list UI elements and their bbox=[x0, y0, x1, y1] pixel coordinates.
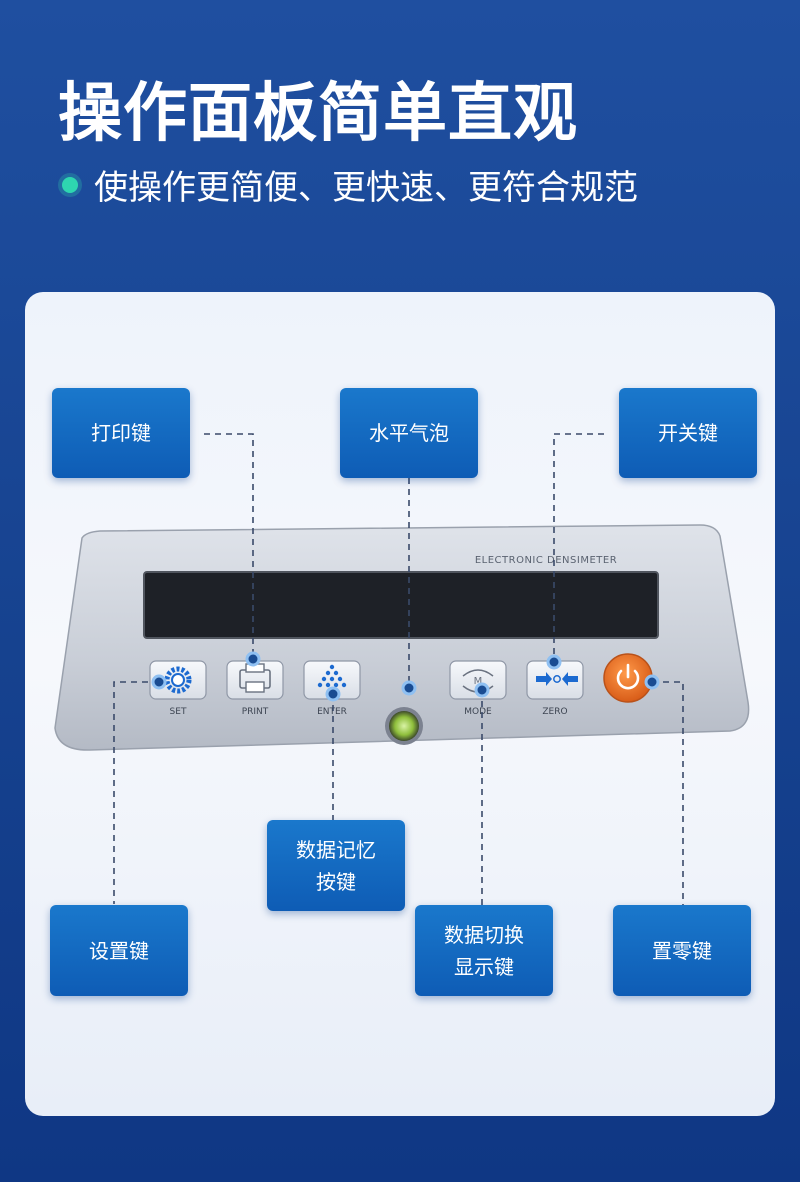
callout-level-bubble-text: 水平气泡 bbox=[369, 421, 449, 445]
callout-set-key-text: 设置键 bbox=[89, 938, 149, 963]
zero-key-label: ZERO bbox=[542, 707, 567, 717]
callout-memory-key-line2: 按键 bbox=[316, 869, 356, 894]
callout-print-key-text: 打印键 bbox=[91, 421, 151, 445]
callout-level-bubble: 水平气泡 bbox=[340, 388, 478, 478]
gear-icon bbox=[164, 666, 192, 694]
callout-zero-key-text: 置零键 bbox=[652, 938, 712, 963]
lcd-display bbox=[143, 571, 659, 639]
callout-power-key-text: 开关键 bbox=[658, 421, 718, 445]
subtitle-row: 使操作更简便、更快速、更符合规范 bbox=[62, 160, 638, 209]
callout-power-key: 开关键 bbox=[619, 388, 757, 478]
zero-arrows-icon bbox=[536, 672, 578, 686]
callout-memory-key: 数据记忆 按键 bbox=[267, 820, 405, 911]
callout-print-key: 打印键 bbox=[52, 388, 190, 478]
mode-key[interactable] bbox=[449, 660, 507, 700]
bullet-dot-icon bbox=[62, 176, 78, 193]
set-key-label: SET bbox=[170, 707, 187, 717]
page-title: 操作面板简单直观 bbox=[58, 77, 578, 151]
callout-switch-key-line1: 数据切换 bbox=[444, 922, 524, 947]
callout-memory-key-line1: 数据记忆 bbox=[296, 837, 376, 862]
print-key-label: PRINT bbox=[242, 707, 269, 717]
power-icon bbox=[616, 663, 640, 690]
callout-switch-key: 数据切换 显示键 bbox=[415, 905, 553, 996]
panel-brand-text: ELECTRONIC DENSIMETER bbox=[475, 555, 617, 566]
printer-icon bbox=[239, 663, 271, 693]
callout-set-key: 设置键 bbox=[50, 905, 188, 996]
enter-key-label: ENTER bbox=[317, 707, 347, 717]
callout-markers bbox=[151, 651, 660, 702]
callout-connectors bbox=[113, 433, 684, 905]
mode-key-glyph: M bbox=[474, 676, 483, 687]
mode-key-label: MODE bbox=[464, 707, 492, 717]
callout-zero-key: 置零键 bbox=[613, 905, 751, 996]
dots-triangle-icon bbox=[317, 664, 347, 688]
callout-switch-key-line2: 显示键 bbox=[454, 954, 514, 979]
page-subtitle: 使操作更简便、更快速、更符合规范 bbox=[94, 168, 638, 208]
